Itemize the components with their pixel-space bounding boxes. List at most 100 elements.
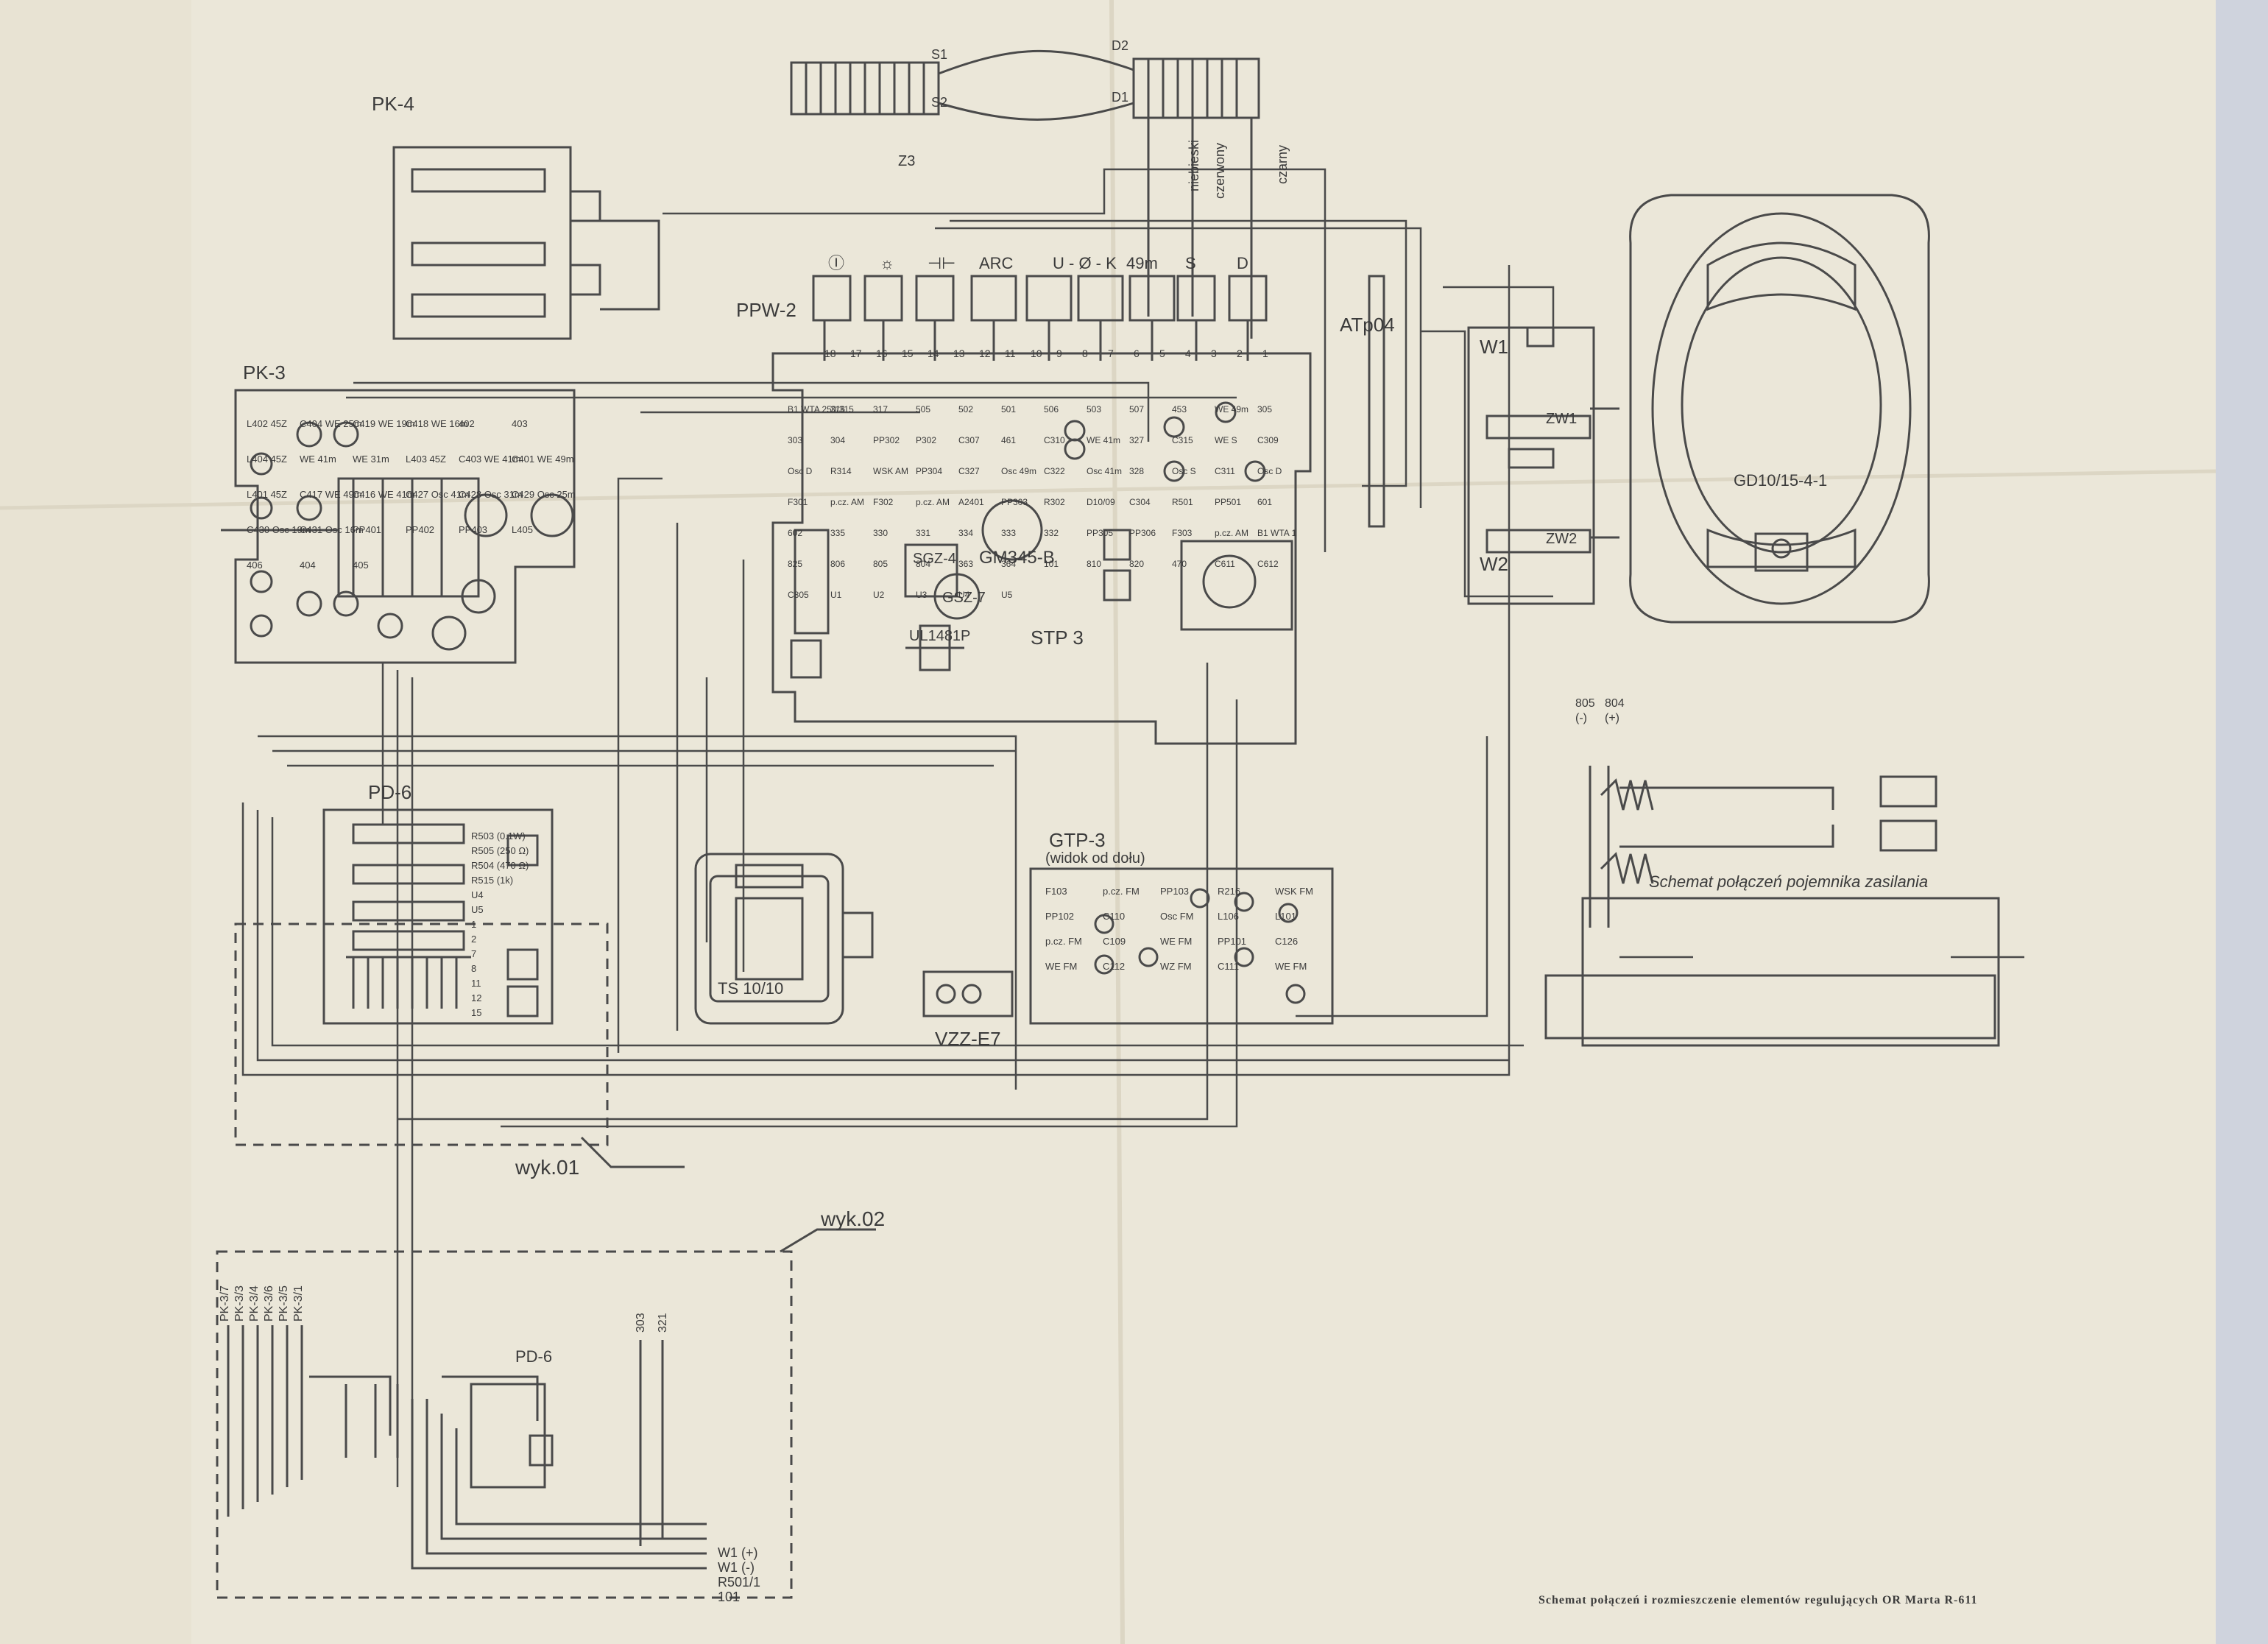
- switch-pins-item: 5: [1159, 348, 1165, 359]
- ppw2-parts-item: Osc D: [788, 466, 813, 476]
- wyk2-top-item: PK-3/7: [219, 1285, 231, 1322]
- pd6-parts-item: 1: [471, 919, 476, 930]
- ppw2-parts-item: C310: [1044, 435, 1065, 445]
- pk3-parts-item: WE 31m: [353, 454, 389, 465]
- gtp3-parts-item: WE FM: [1045, 961, 1077, 972]
- switch-pins-item: 7: [1108, 348, 1114, 359]
- wire-label-3: czarny: [1275, 145, 1290, 184]
- tank-labels-item: (+): [1605, 712, 1619, 724]
- pd6-part-labels: R503 (0.1W)R505 (250 Ω)R504 (470 Ω)R515 …: [471, 830, 529, 1018]
- pk3-parts-item: L403 45Z: [406, 454, 446, 465]
- ppw2-parts-item: 333: [1001, 528, 1016, 538]
- pd6-parts-item: 12: [471, 992, 481, 1003]
- gtp3-parts-item: WE FM: [1160, 936, 1192, 947]
- ppw2-parts-item: 330: [873, 528, 888, 538]
- pk3-parts-item: C416 WE 41m: [353, 489, 415, 500]
- ppw2-parts-item: 502: [958, 404, 973, 414]
- pk3-parts-item: C428 Osc 31m: [459, 489, 523, 500]
- gtp3-parts-item: WSK FM: [1275, 886, 1313, 897]
- ppw2-parts-item: PP501: [1215, 497, 1241, 507]
- pk3-parts-item: 402: [459, 418, 475, 429]
- wire-label-1: niebieski: [1187, 140, 1201, 191]
- ppw2-parts-item: C311: [1215, 466, 1235, 476]
- ppw2-parts-item: C611: [1215, 559, 1235, 569]
- table-background: [2216, 0, 2268, 1644]
- s1-label: S1: [931, 47, 947, 62]
- ppw2-parts-item: F303: [1172, 528, 1193, 538]
- pk3-parts-item: C404 WE 25m: [300, 418, 362, 429]
- tank-labels-item: 805: [1575, 697, 1595, 710]
- ppw2-parts-item: B1 WTA 250/315: [788, 404, 854, 414]
- gtp3-parts-item: Osc FM: [1160, 911, 1194, 922]
- switch-pins-item: 15: [902, 348, 914, 359]
- gtp3-parts-item: p.cz. FM: [1045, 936, 1082, 947]
- switch-pins-item: 14: [928, 348, 939, 359]
- pk3-label: PK-3: [243, 361, 286, 384]
- gtp3-parts-item: C126: [1275, 936, 1298, 947]
- wire-label-2: czerwony: [1212, 143, 1227, 199]
- speaker: [1629, 194, 1930, 624]
- wyk2-top-item: PK-3/6: [263, 1285, 275, 1322]
- switch-pins-item: 12: [979, 348, 991, 359]
- battery-tank: [1544, 766, 2000, 1047]
- sgz4-label: SGZ-4: [913, 551, 956, 567]
- w1-label: W1: [1480, 336, 1508, 358]
- switch-pins-item: 13: [953, 348, 965, 359]
- switch-label: ARC: [979, 254, 1014, 272]
- paper-edge-shade: [0, 0, 191, 1644]
- ppw2-parts-item: 303: [788, 435, 802, 445]
- ppw2-parts-item: WE S: [1215, 435, 1237, 445]
- ppw2-parts-item: R314: [830, 466, 852, 476]
- ppw2-parts-item: 332: [1044, 528, 1059, 538]
- tank-labels-item: (-): [1575, 712, 1587, 724]
- z3-label: Z3: [898, 153, 915, 169]
- ppw2-parts-item: 461: [1001, 435, 1016, 445]
- pd6-parts-item: R505 (250 Ω): [471, 845, 529, 856]
- pk4-module: [392, 146, 660, 340]
- d1-label: D1: [1112, 90, 1128, 105]
- gtp3-parts-item: PP101: [1218, 936, 1246, 947]
- ppw2-parts-item: 805: [873, 559, 888, 569]
- wyk2-right-item: 321: [657, 1313, 669, 1333]
- switch-label: D: [1237, 254, 1248, 272]
- ppw2-parts-item: 453: [1172, 404, 1187, 414]
- ppw2-parts-item: U1: [830, 590, 842, 600]
- ppw2-parts-item: C307: [958, 435, 980, 445]
- pk3-parts-item: 403: [512, 418, 528, 429]
- pk3-parts-item: C429 Osc 25m: [512, 489, 576, 500]
- ppw2-parts-item: 331: [916, 528, 930, 538]
- atp04-label: ATp04: [1340, 314, 1395, 336]
- ppw2-parts-item: C805: [788, 590, 809, 600]
- ppw2-parts-item: PP303: [1001, 497, 1028, 507]
- ppw2-parts-item: p.cz. AM: [916, 497, 950, 507]
- ppw2-parts-item: p.cz. AM: [1215, 528, 1248, 538]
- pk3-parts-item: 405: [353, 560, 369, 571]
- ppw2-parts-item: Osc 41m: [1087, 466, 1122, 476]
- pk3-module: [221, 389, 576, 664]
- gtp3-parts-item: PP102: [1045, 911, 1074, 922]
- sheet-caption: Schemat połączeń i rozmieszczenie elemen…: [1539, 1594, 1978, 1606]
- ppw2-parts-item: PP304: [916, 466, 942, 476]
- pd6-label: PD-6: [368, 781, 411, 803]
- switch-pins-item: 8: [1082, 348, 1088, 359]
- ppw2-parts-item: 304: [830, 435, 845, 445]
- ppw2-parts-item: A2401: [958, 497, 984, 507]
- pk3-parts-item: C427 Osc 41m: [406, 489, 470, 500]
- wyk2-out-item: 101: [718, 1590, 740, 1604]
- pk3-parts-item: 404: [300, 560, 316, 571]
- pd6-parts-item: 11: [471, 978, 481, 989]
- ppw2-parts-item: 470: [1172, 559, 1187, 569]
- pd6-parts-item: U4: [471, 889, 484, 900]
- zw2-label: ZW2: [1546, 531, 1577, 547]
- ppw2-parts-item: 503: [1087, 404, 1101, 414]
- d2-label: D2: [1112, 38, 1128, 53]
- ppw2-parts-item: F302: [873, 497, 894, 507]
- ppw2-parts-item: 601: [1257, 497, 1272, 507]
- ppw2-parts-item: R501: [1172, 497, 1193, 507]
